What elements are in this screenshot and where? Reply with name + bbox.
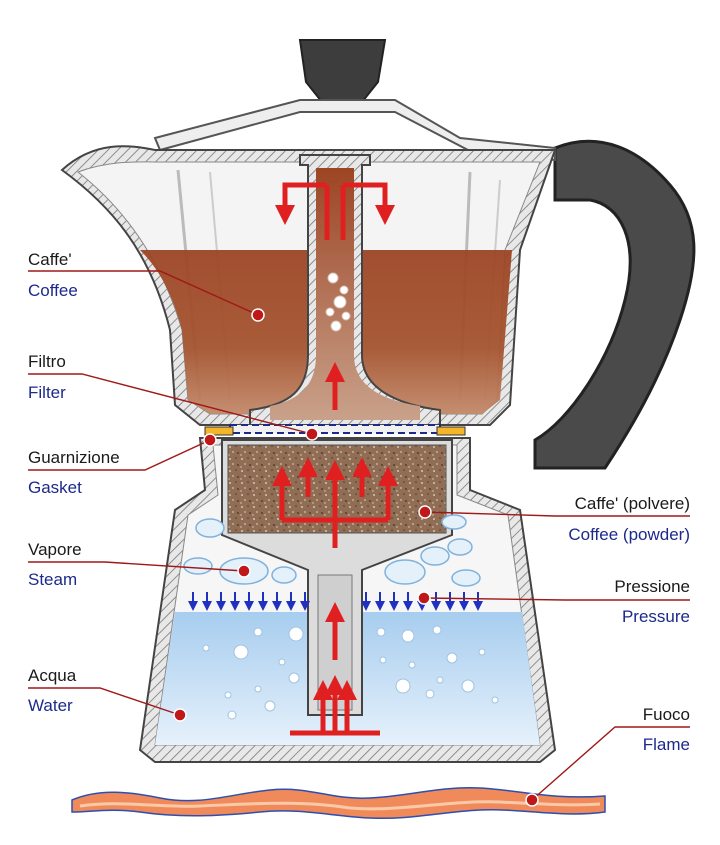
label-gasket-en: Gasket xyxy=(28,478,82,497)
label-water-en: Water xyxy=(28,696,73,715)
label-water-it: Acqua xyxy=(28,666,77,685)
label-pressure-it: Pressione xyxy=(614,577,690,596)
flame xyxy=(71,786,606,820)
label-steam-en: Steam xyxy=(28,570,77,589)
column-bubbles xyxy=(325,272,351,332)
gasket-left xyxy=(204,426,234,436)
label-coffee-powder-en: Coffee (powder) xyxy=(568,525,690,544)
label-steam-it: Vapore xyxy=(28,540,82,559)
label-flame-en: Flame xyxy=(643,735,690,754)
label-pressure-en: Pressure xyxy=(622,607,690,626)
filter-plate xyxy=(229,424,441,434)
label-filter-en: Filter xyxy=(28,383,66,402)
water-bubbles xyxy=(202,625,499,720)
label-coffee-it: Caffe' xyxy=(28,250,72,269)
steam-clouds xyxy=(183,514,481,587)
lid-knob xyxy=(298,39,387,103)
label-flame-it: Fuoco xyxy=(643,705,690,724)
label-gasket-it: Guarnizione xyxy=(28,448,120,467)
label-coffee-powder-it: Caffe' (polvere) xyxy=(575,494,690,513)
lid xyxy=(153,99,556,162)
label-filter-it: Filtro xyxy=(28,352,66,371)
leader-dots xyxy=(173,308,539,807)
gasket-right xyxy=(436,426,466,436)
leader-lines xyxy=(28,270,690,801)
flow-arrows xyxy=(272,182,398,736)
label-coffee-en: Coffee xyxy=(28,281,78,300)
handle xyxy=(533,139,696,470)
